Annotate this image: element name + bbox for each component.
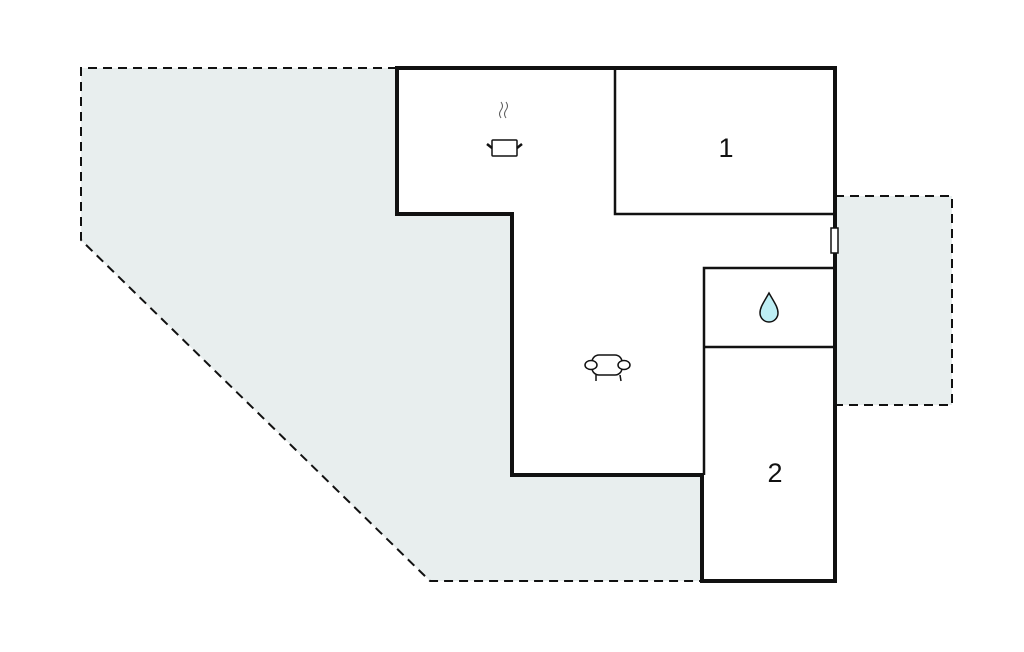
living-sofa-icon: [584, 354, 631, 382]
door-icon: [830, 227, 839, 254]
room-label-1: 1: [718, 133, 733, 163]
terrace-left: [81, 68, 702, 581]
wall-bathroom: [702, 266, 835, 475]
wall-bedroom-1: [613, 68, 835, 216]
kitchen-pot-icon: [486, 101, 523, 157]
terrace-left-dashed-outline: [80, 67, 702, 582]
terrace-right: [835, 196, 952, 405]
room-label-2: 2: [767, 458, 782, 488]
bathroom-water-drop-icon: [759, 291, 779, 323]
